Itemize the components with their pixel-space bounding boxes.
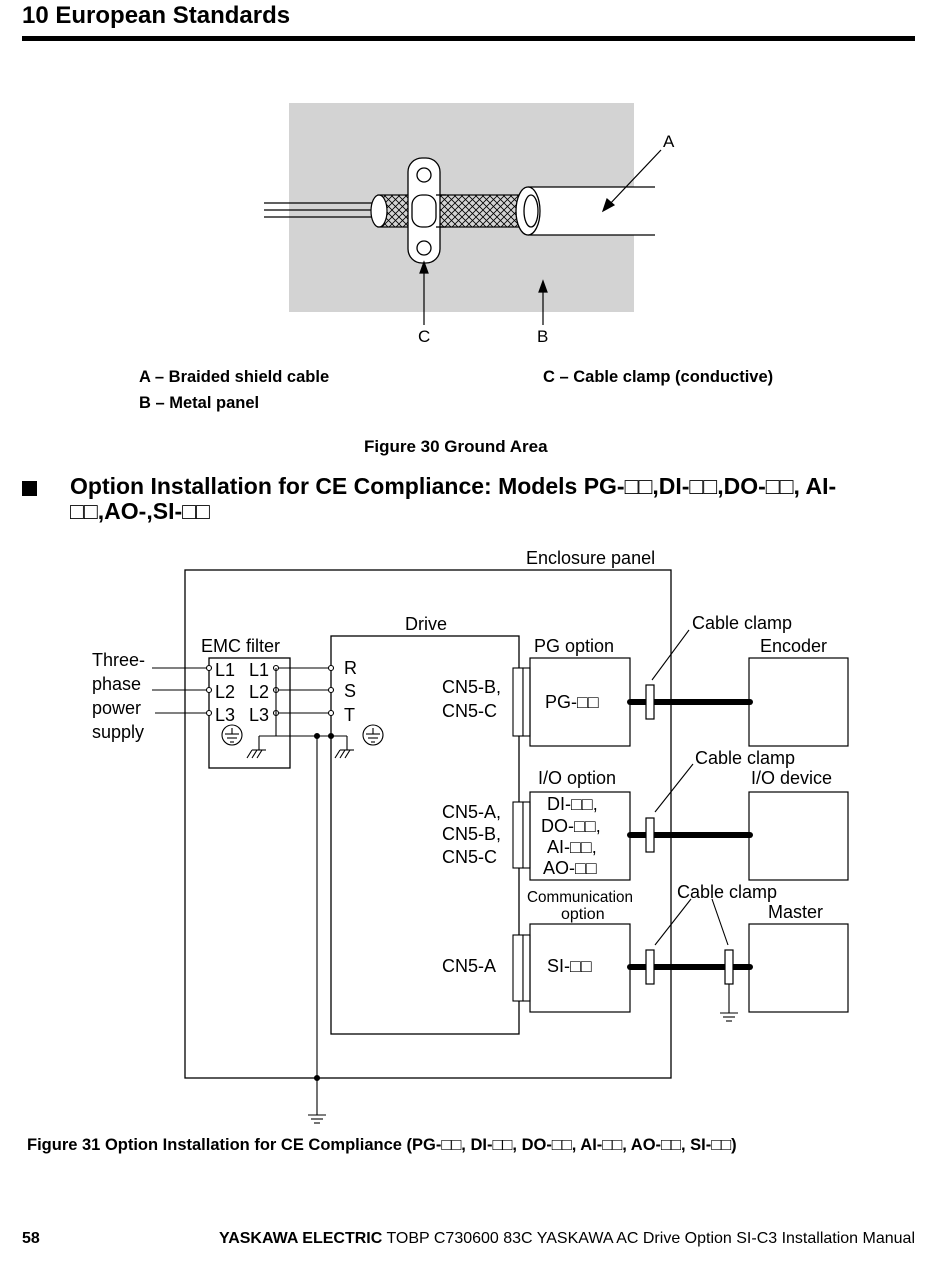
figure-30-ground-area: A C B [264,103,675,346]
encoder-label: Encoder [760,636,827,656]
pg-option-model: PG-□□ [545,692,599,712]
encoder-box [748,657,849,747]
legend-c: C – Cable clamp (conductive) [543,368,774,386]
io-option-model-4: AO-□□ [543,858,597,878]
header-rule [22,36,915,41]
cable-clamp-label-2: Cable clamp [695,748,795,768]
cable-clamp-label-1: Cable clamp [692,613,792,633]
master-label: Master [768,902,823,922]
filter-in-l3: L3 [215,705,235,725]
terminal-t: T [344,705,355,725]
footer-doc-title: TOBP C730600 83C YASKAWA AC Drive Option… [382,1230,915,1247]
comm-option-title-2: option [561,906,605,923]
terminal-r: R [344,658,357,678]
terminal-s: S [344,681,356,701]
filter-out-l1: L1 [249,660,269,680]
enclosure-panel-label: Enclosure panel [526,548,655,568]
legend-b: B – Metal panel [139,394,260,412]
pg-connector-2: CN5-C [442,701,497,721]
io-option-title: I/O option [538,768,616,788]
ground-symbol-icon [221,724,384,746]
io-option-model-2: DO-□□, [541,816,601,836]
emc-filter-label: EMC filter [201,636,280,656]
comm-option-title-1: Communication [527,889,633,906]
figure-30-caption: Figure 30 Ground Area [364,437,548,456]
power-supply-line-3: power [92,698,141,718]
label-a: A [663,132,675,151]
cable-wires [264,202,378,218]
subsection-title: Option Installation for CE Compliance: M… [70,473,837,524]
filter-in-l1: L1 [215,660,235,680]
filter-in-l2: L2 [215,682,235,702]
io-connector-3: CN5-C [442,847,497,867]
power-supply-line-2: phase [92,674,141,694]
subsection-bullet [22,481,37,496]
pg-option-title: PG option [534,636,614,656]
filter-out-l3: L3 [249,705,269,725]
label-c: C [418,327,430,346]
legend-a: A – Braided shield cable [139,368,330,386]
io-option-model-1: DI-□□, [547,794,598,814]
enclosure-panel [184,569,672,1079]
figure-31-caption: Figure 31 Option Installation for CE Com… [27,1136,737,1154]
io-device-box [748,791,849,881]
page-number: 58 [22,1230,40,1247]
filter-out-l2: L2 [249,682,269,702]
figure-31-option-installation: Enclosure panel Drive EMC filter Three- … [92,548,849,1124]
footer-title: YASKAWA ELECTRIC TOBP C730600 83C YASKAW… [219,1230,915,1248]
master-box [748,923,849,1013]
cable-clamp-drawing [407,157,446,264]
power-supply-line-1: Three- [92,650,145,670]
label-b: B [537,327,548,346]
pg-connector-1: CN5-B, [442,677,501,697]
cable-jacket [515,186,655,236]
footer-brand: YASKAWA ELECTRIC [219,1230,383,1247]
io-device-label: I/O device [751,768,832,788]
power-supply-line-4: supply [92,722,144,742]
io-connector-1: CN5-A, [442,802,501,822]
io-option-model-3: AI-□□, [547,837,597,857]
arrow-a [607,149,662,207]
drive-label: Drive [405,614,447,634]
comm-option-model: SI-□□ [547,956,592,976]
io-connector-2: CN5-B, [442,824,501,844]
cable-clamp-label-3: Cable clamp [677,882,777,902]
comm-connector: CN5-A [442,956,496,976]
section-header: 10 European Standards [22,2,291,29]
